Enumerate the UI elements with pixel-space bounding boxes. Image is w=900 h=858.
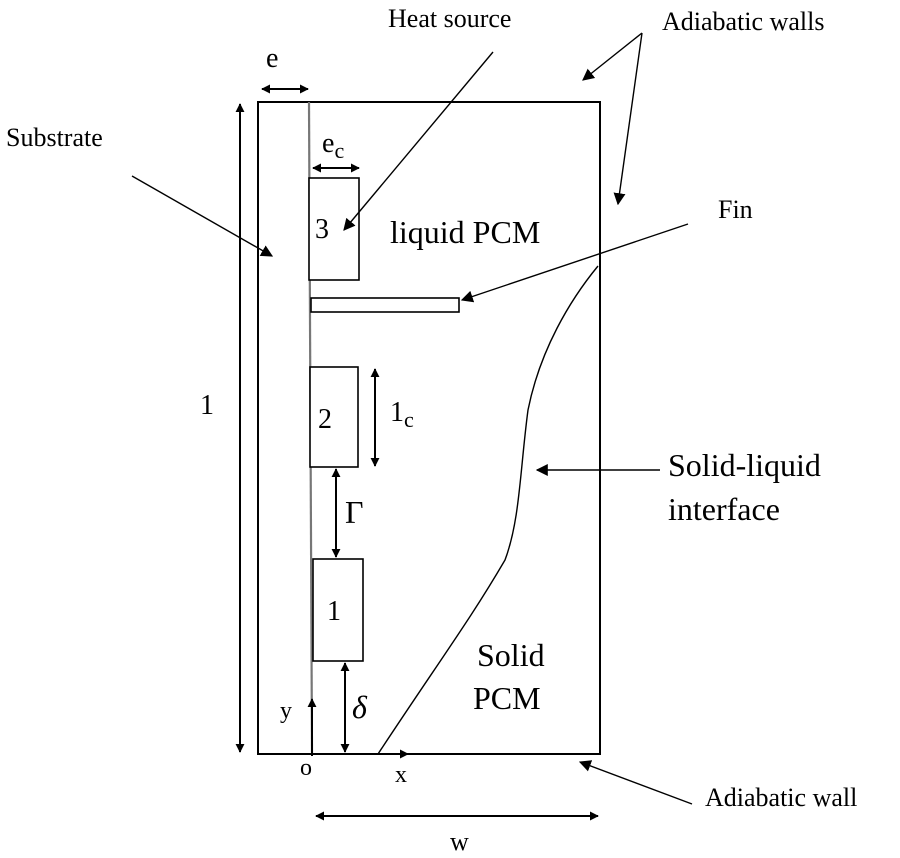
label-adiabatic-wall: Adiabatic wall (705, 783, 857, 812)
dim-ec-label: ec (322, 128, 344, 163)
fin-rect (310, 297, 460, 313)
heat-source-1 (312, 558, 364, 662)
dim-ec-sub: c (334, 138, 344, 163)
dim-lc-label: 1c (390, 397, 414, 432)
label-substrate: Substrate (6, 123, 103, 152)
dim-lc-base: 1 (390, 397, 404, 428)
heat-source-pointer (343, 51, 494, 231)
dim-delta-label: δ (352, 689, 368, 725)
dim-w-label: w (450, 827, 469, 856)
heat-source-1-label: 1 (327, 596, 341, 627)
fin-pointer (460, 223, 689, 303)
label-pcm: PCM (473, 680, 541, 716)
adiabatic-walls-pointer-1 (582, 32, 643, 81)
dim-gamma-label: Γ (345, 494, 364, 530)
label-heat-source: Heat source (388, 4, 511, 33)
label-adiabatic-walls: Adiabatic walls (662, 7, 824, 36)
origin-label: o (300, 755, 312, 781)
heat-source-3-label: 3 (315, 214, 329, 245)
label-fin: Fin (718, 195, 753, 224)
heat-source-2 (309, 366, 359, 468)
heat-source-2-label: 2 (318, 404, 332, 435)
axis-y-label: y (280, 698, 292, 724)
adiabatic-wall-pointer (578, 760, 693, 805)
substrate-pointer (131, 175, 274, 257)
enclosure-rect (257, 101, 601, 755)
label-interface-line2: interface (668, 491, 780, 527)
dim-lc-sub: c (404, 407, 414, 432)
axis-x-label: x (395, 762, 407, 788)
dim-height-label: 1 (200, 390, 214, 421)
dim-e-label: e (266, 43, 278, 74)
label-solid: Solid (477, 637, 545, 673)
dim-ec-base: e (322, 128, 334, 159)
label-liquid-pcm: liquid PCM (390, 214, 540, 250)
label-interface-line1: Solid-liquid (668, 447, 821, 483)
adiabatic-walls-pointer-2 (613, 32, 643, 206)
interface-curve (377, 265, 599, 755)
